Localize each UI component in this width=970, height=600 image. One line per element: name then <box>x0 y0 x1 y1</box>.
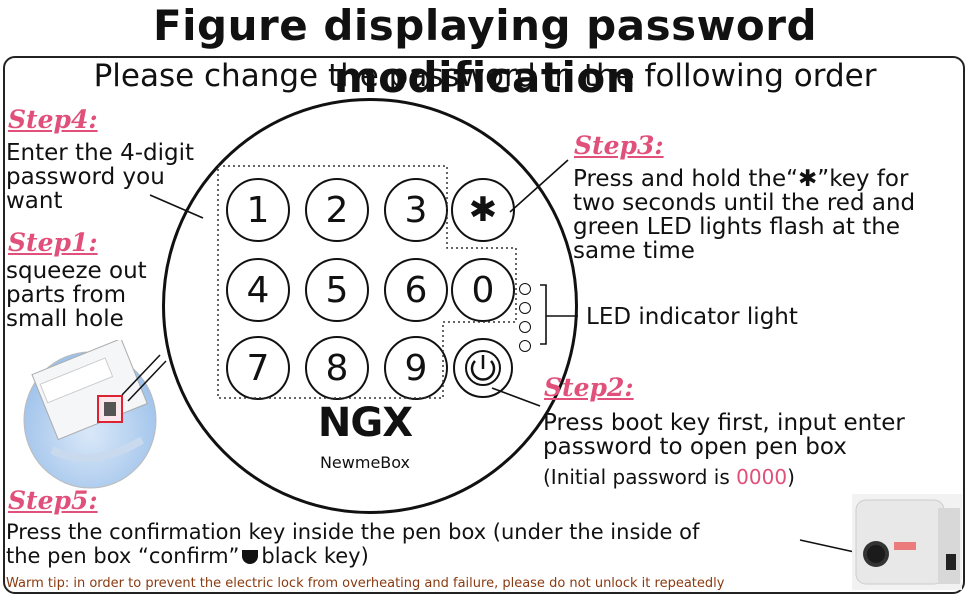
led-light-1 <box>519 283 531 295</box>
key-0[interactable]: 0 <box>451 258 515 322</box>
warm-tip-note: Warm tip: in order to prevent the electr… <box>6 576 725 591</box>
initial-password-suffix: ) <box>787 465 795 489</box>
step4-line: password you <box>6 164 165 190</box>
led-light-4 <box>519 340 531 352</box>
key-5[interactable]: 5 <box>305 258 369 322</box>
led-light-3 <box>519 321 531 333</box>
step2-arrow <box>491 387 541 407</box>
step3-text: Press and hold the“✱”key for two seconds… <box>573 167 915 263</box>
step3-line: Press and hold the“✱”key for <box>573 166 909 192</box>
keypad-dotted-outline <box>217 165 517 399</box>
step4-line: want <box>6 188 63 214</box>
key-9[interactable]: 9 <box>384 336 448 400</box>
step3-line: two seconds until the red and <box>573 190 916 216</box>
confirm-key-photo <box>852 494 962 590</box>
step1-line: parts from <box>6 282 126 308</box>
key-8[interactable]: 8 <box>305 336 369 400</box>
step1-label: Step1: <box>8 228 98 257</box>
power-boot-key[interactable] <box>453 338 513 398</box>
led-light-2 <box>519 302 531 314</box>
step2-text: Press boot key first, input enter passwo… <box>543 411 905 459</box>
initial-password-note: (Initial password is 0000) <box>543 465 795 489</box>
key-7[interactable]: 7 <box>226 336 290 400</box>
initial-password-prefix: (Initial password is <box>543 465 737 489</box>
brand-logo: NGX <box>317 400 413 446</box>
lock-panel-dial <box>162 98 578 514</box>
step5-label: Step5: <box>8 486 98 515</box>
initial-password-value: 0000 <box>736 465 788 489</box>
led-indicator-label: LED indicator light <box>586 304 798 330</box>
figure-title: Figure displaying password modification <box>152 1 818 102</box>
step5-line2-suffix: black key) <box>261 544 369 568</box>
brand-name: NewmeBox <box>319 453 411 472</box>
pen-box-hole-photo <box>22 337 158 490</box>
step4-text: Enter the 4-digit password you want <box>6 141 194 213</box>
key-3[interactable]: 3 <box>384 178 448 242</box>
key-2[interactable]: 2 <box>305 178 369 242</box>
step2-line: password to open pen box <box>543 434 847 460</box>
black-key-icon <box>242 550 259 564</box>
power-icon <box>465 350 501 386</box>
instruction-subtitle: Please change the password in the follow… <box>93 58 877 94</box>
step5-line2-prefix: the pen box “confirm” <box>6 544 240 568</box>
step1-line: small hole <box>6 306 124 332</box>
key-1[interactable]: 1 <box>226 178 290 242</box>
key-star[interactable]: ✱ <box>451 178 515 242</box>
key-4[interactable]: 4 <box>226 258 290 322</box>
figure-frame <box>3 56 965 594</box>
step3-label: Step3: <box>574 131 664 160</box>
step2-line: Press boot key first, input enter <box>543 410 905 436</box>
step2-label: Step2: <box>544 373 634 402</box>
step4-label: Step4: <box>8 105 98 134</box>
step4-arrow <box>149 194 204 219</box>
step3-arrow <box>509 159 569 213</box>
step1-text: squeeze out parts from small hole <box>6 259 147 331</box>
step1-line: squeeze out <box>6 258 147 284</box>
key-6[interactable]: 6 <box>384 258 448 322</box>
step3-line: green LED lights flash at the <box>573 214 900 240</box>
step5-text: Press the confirmation key inside the pe… <box>6 520 699 568</box>
step5-line: Press the confirmation key inside the pe… <box>6 520 700 544</box>
led-bracket <box>540 284 547 345</box>
step1-pointer <box>121 354 161 396</box>
step5-line: the pen box “confirm” black key) <box>6 544 699 568</box>
step4-line: Enter the 4-digit <box>6 140 195 166</box>
step3-line: same time <box>573 238 695 264</box>
